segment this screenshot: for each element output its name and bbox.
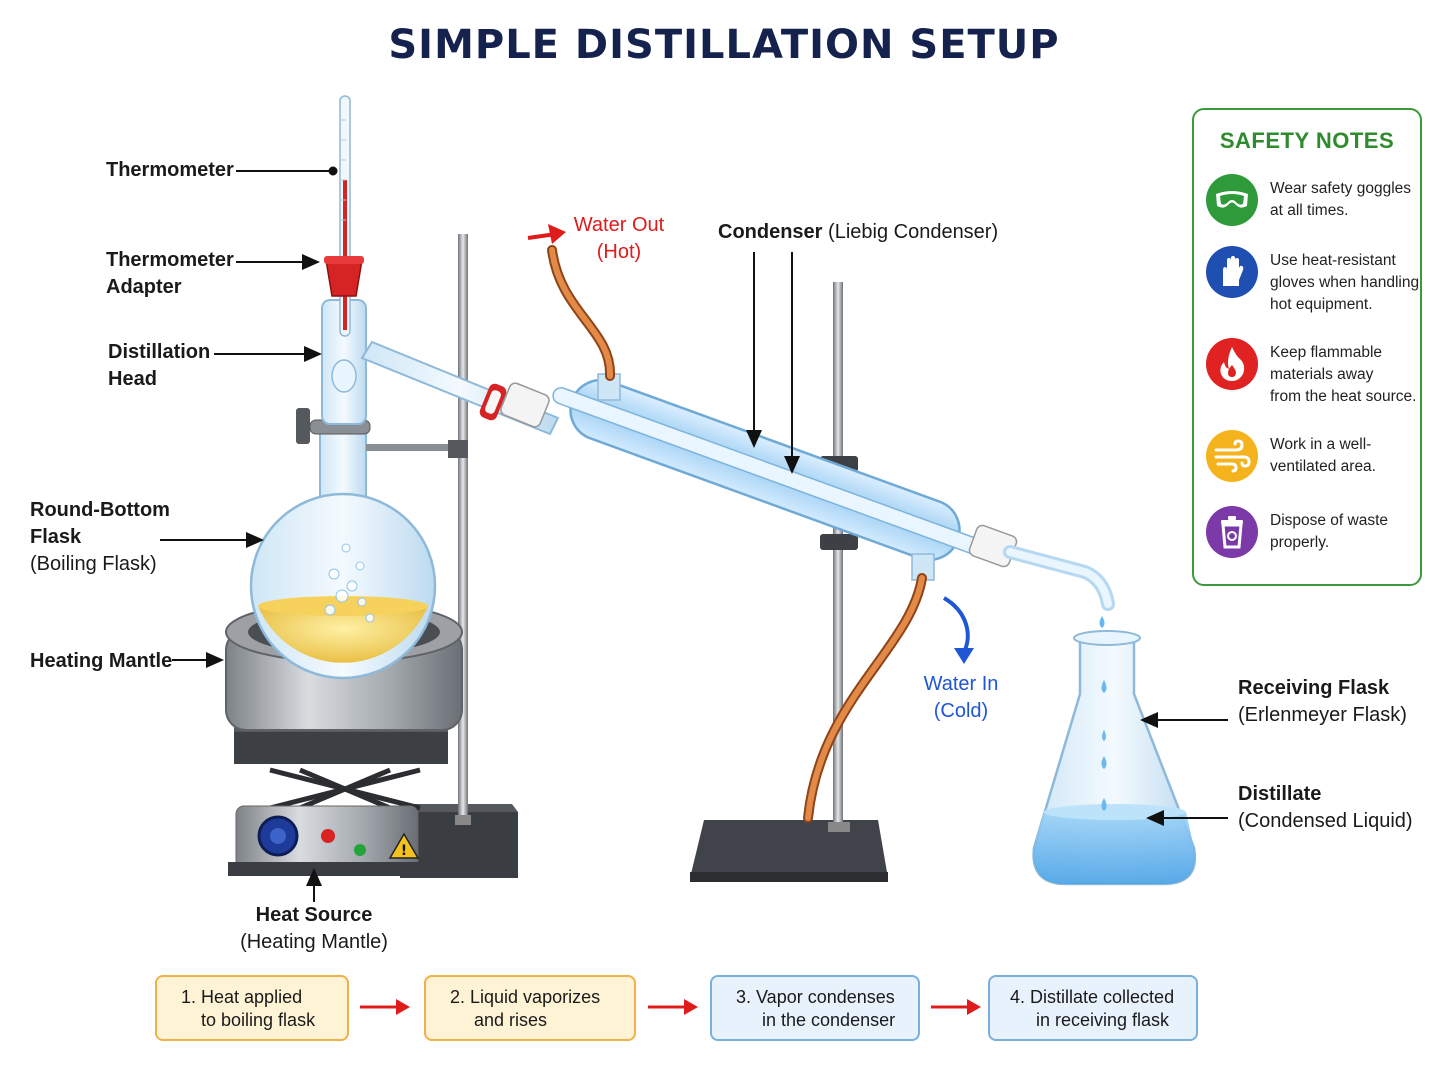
step-arrow-3 <box>931 999 981 1015</box>
erlenmeyer-flask <box>1032 616 1197 886</box>
round-bottom-flask <box>249 431 437 680</box>
label-heat-source: Heat Source(Heating Mantle) <box>240 904 388 953</box>
glove-icon <box>1206 246 1258 298</box>
page-title: SIMPLE DISTILLATION SETUP <box>388 22 1060 68</box>
thermometer <box>324 95 364 337</box>
water-tubing <box>547 245 927 823</box>
safety-notes-title: SAFETY NOTES <box>1219 128 1395 153</box>
label-thermometer: Thermometer <box>106 159 234 181</box>
step-arrow-1 <box>360 999 410 1015</box>
water-out-arrow <box>527 224 566 244</box>
right-ring-stand <box>690 282 888 882</box>
label-heating-mantle: Heating Mantle <box>30 650 173 672</box>
flame-icon <box>1206 338 1258 390</box>
label-receiving-flask: Receiving Flask(Erlenmeyer Flask) <box>1238 677 1407 726</box>
label-condenser: Condenser (Liebig Condenser) <box>718 221 999 243</box>
label-water-out: Water Out(Hot) <box>573 214 665 263</box>
step-arrow-2 <box>648 999 698 1015</box>
ventilation-icon <box>1206 430 1258 482</box>
goggles-icon <box>1206 174 1258 226</box>
label-water-in: Water In(Cold) <box>923 673 999 722</box>
label-distillate: Distillate(Condensed Liquid) <box>1238 783 1413 832</box>
leader-lines <box>160 166 1228 902</box>
lab-jack: ! <box>228 724 448 876</box>
water-in-arrow <box>942 596 974 664</box>
waste-bin-icon <box>1206 506 1258 558</box>
svg-text:!: ! <box>401 843 407 859</box>
liebig-condenser <box>500 373 1115 611</box>
